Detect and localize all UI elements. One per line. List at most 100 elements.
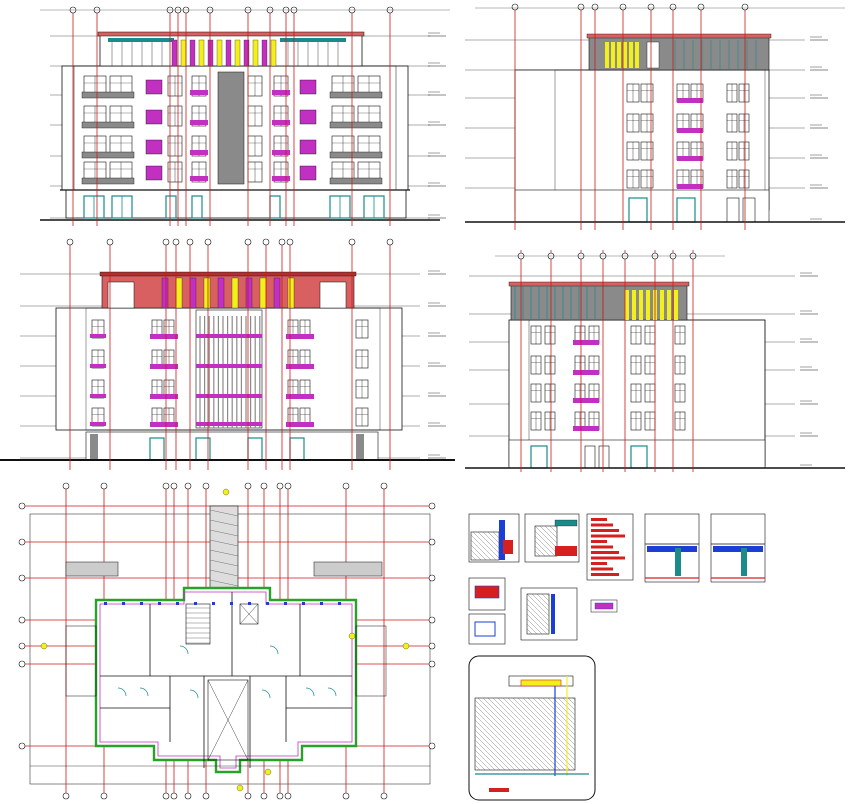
magenta-rail <box>150 334 178 339</box>
balcony-rail <box>81 91 135 99</box>
hatch <box>512 697 576 761</box>
hatch <box>474 759 486 771</box>
side-elevation-1-drawing <box>465 3 845 230</box>
roof-louver <box>259 277 267 309</box>
hatch <box>534 530 558 554</box>
dimension-mark <box>212 602 215 605</box>
detail-section <box>470 531 500 561</box>
grid-bubble <box>428 502 436 510</box>
grid-bubble <box>162 792 170 800</box>
grid-bubble <box>18 660 26 668</box>
detail-seal <box>503 540 513 554</box>
hatch <box>474 739 506 771</box>
hatch <box>502 697 576 771</box>
grid-bubble <box>170 792 178 800</box>
entrance-door <box>149 437 165 461</box>
grid-bubble <box>18 574 26 582</box>
grid-bubble <box>184 482 192 490</box>
hatch <box>562 697 576 711</box>
hatch <box>534 535 556 557</box>
hatch <box>482 531 500 549</box>
void-cross <box>207 679 249 761</box>
grid-bubble <box>348 238 356 246</box>
legend-line <box>591 567 613 571</box>
magenta-rail <box>286 422 314 427</box>
hatch <box>470 549 482 561</box>
grid-bubble <box>619 3 627 11</box>
hatch <box>572 697 576 701</box>
section-marker <box>222 488 230 496</box>
grid-bubble <box>244 238 252 246</box>
grid-bubble <box>106 238 114 246</box>
magenta-rail <box>90 394 106 398</box>
hatch <box>209 529 239 537</box>
legend-line <box>591 562 607 565</box>
detail-profile <box>551 594 555 634</box>
roof-canopy <box>508 281 690 287</box>
roof-pavilion <box>510 283 688 321</box>
balcony-rail <box>329 91 383 99</box>
balcony-hatch <box>313 561 383 577</box>
grid-bubble <box>66 238 74 246</box>
grid-bubble <box>697 3 705 11</box>
detail-profile <box>554 519 578 527</box>
hatch <box>526 618 543 635</box>
entrance-door <box>676 197 696 223</box>
side-elevation-2-panel <box>455 236 854 472</box>
magenta-rail <box>677 184 703 189</box>
hatch <box>477 531 500 554</box>
magenta-rail <box>286 334 314 339</box>
hatch <box>526 613 548 635</box>
roof-louver <box>660 290 664 320</box>
detail-frame <box>468 613 506 645</box>
hatch <box>474 754 491 771</box>
central-screen <box>195 309 263 429</box>
magenta-rail <box>90 334 106 338</box>
front-elevation-panel <box>0 0 455 232</box>
door <box>726 197 740 223</box>
hatch <box>526 628 533 635</box>
roof-louver <box>161 277 169 309</box>
hatch <box>474 699 546 771</box>
magenta-rail <box>196 422 262 426</box>
hatch <box>539 525 558 544</box>
grid-bubble <box>170 482 178 490</box>
magenta-rail <box>196 364 262 368</box>
grid-bubble <box>184 792 192 800</box>
pier <box>356 434 364 460</box>
grid-bubble <box>18 642 26 650</box>
magenta-balcony <box>299 79 317 95</box>
dimension-mark <box>266 602 269 605</box>
legend-line <box>591 518 607 521</box>
entrance-door <box>289 437 305 461</box>
dimension-mark <box>140 602 143 605</box>
hatch <box>536 593 550 607</box>
hatch <box>546 593 550 597</box>
roof-canopy <box>97 31 365 37</box>
terrace <box>65 625 97 697</box>
entrance-door <box>630 445 648 469</box>
entrance-door <box>165 195 177 219</box>
legend-line <box>591 573 619 576</box>
hatch <box>209 519 239 527</box>
hatch <box>522 697 576 751</box>
grid-bubble <box>244 792 252 800</box>
hatch <box>470 554 477 561</box>
roof-pavilion <box>588 35 770 71</box>
grid-bubble <box>278 238 286 246</box>
grid-bubble <box>577 3 585 11</box>
roof-louver <box>189 39 196 67</box>
detail-section <box>534 525 558 557</box>
legend-line <box>591 540 607 543</box>
door-swing <box>261 689 271 699</box>
grid-bubble <box>647 3 655 11</box>
door-swing <box>179 645 189 655</box>
grid-bubble <box>202 482 210 490</box>
grid-bubble <box>260 792 268 800</box>
detail-profile <box>474 585 500 599</box>
lift-cross <box>239 603 259 625</box>
magenta-balcony <box>145 79 163 95</box>
dimension-mark <box>104 602 107 605</box>
magenta-rail <box>677 156 703 161</box>
legend-line <box>591 534 625 538</box>
